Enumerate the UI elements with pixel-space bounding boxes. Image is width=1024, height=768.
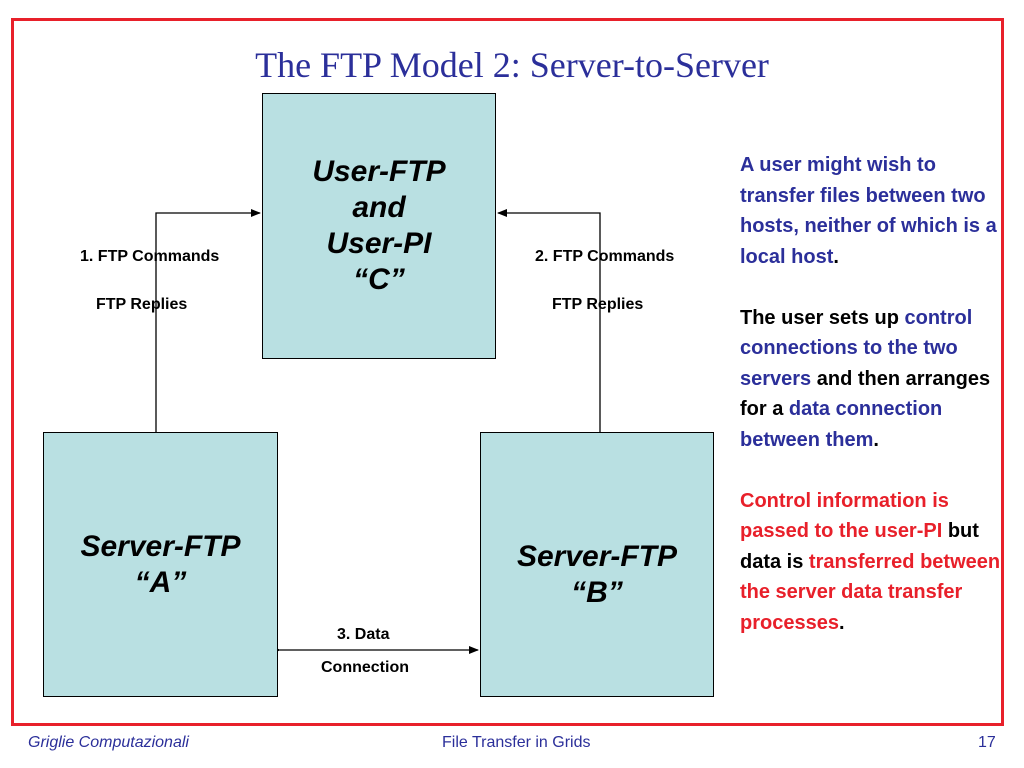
box-b-line1: Server-FTP [516,540,678,573]
p1-end: . [833,245,839,268]
box-c-line3: User-PI [326,227,432,260]
footer-page-number: 17 [978,734,996,751]
box-a-line1: Server-FTP [80,529,241,563]
left-replies-label: FTP Replies [96,296,188,313]
p2-b: control connections to the two servers [740,306,973,390]
data-connection-label-2: Connection [321,659,409,676]
left-commands-label: 1. FTP Commands [80,248,220,265]
p3-a: Control information is passed to the use… [740,489,949,543]
right-control-arrow [497,209,604,441]
footer-course: Griglie Computazionali [28,734,189,751]
box-c-line4: “C” [353,263,405,296]
user-ftp-box: User-FTP and User-PI “C” [262,93,496,359]
p2-a: The user sets up [740,306,905,329]
box-b-line2: “B” [571,576,623,609]
right-commands-label: 2. FTP Commands [535,248,675,265]
explanation-text: A user might wish to transfer files betw… [740,150,1012,669]
p1-text: A user might wish to transfer files betw… [740,154,997,268]
p3-c: transferred between the server data tran… [740,550,1001,634]
p2-c: and then arranges for a [740,367,991,421]
slide-title: The FTP Model 2: Server-to-Server [255,45,769,85]
explanation-paragraph-1: A user might wish to transfer files betw… [740,150,1012,272]
footer-topic: File Transfer in Grids [442,734,591,751]
box-c-line2: and [352,191,406,224]
p2-d: data connection between them [740,398,943,451]
p3-d: . [838,611,845,634]
server-ftp-a-box: Server-FTP “A” [43,432,278,697]
p2-e: . [873,428,879,451]
box-c-line1: User-FTP [312,155,446,188]
left-control-arrow [152,209,261,441]
explanation-paragraph-2: The user sets up control connections to … [740,303,1012,456]
p3-b: but data is [740,520,979,573]
right-replies-label: FTP Replies [552,296,644,313]
explanation-paragraph-3: Control information is passed to the use… [740,486,1012,639]
data-connection-label-1: 3. Data [337,626,390,643]
server-ftp-b-box: Server-FTP “B” [480,432,714,697]
slide-frame [11,18,1004,726]
box-a-line2: “A” [134,565,187,599]
